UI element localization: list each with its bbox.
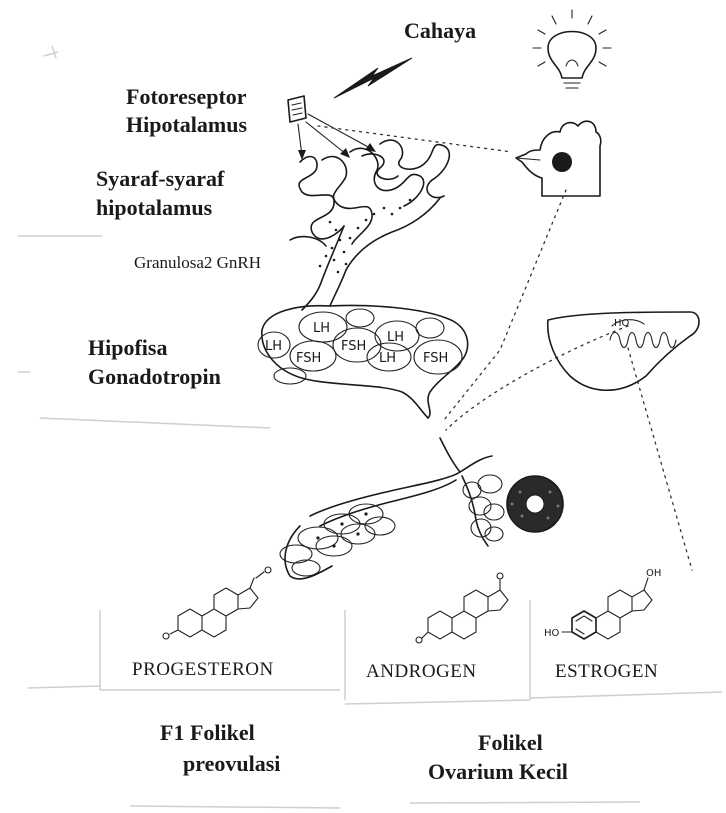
label-preovulasi: preovulasi	[183, 751, 280, 776]
pituitary-cell-label: FSH	[423, 351, 448, 366]
label-fotoreseptor: Fotoreseptor	[126, 84, 247, 109]
label-ovarium-kecil: Ovarium Kecil	[428, 759, 568, 784]
label-cahaya: Cahaya	[404, 18, 476, 43]
label-estrogen: ESTROGEN	[555, 661, 658, 682]
ovary-follicles	[280, 438, 563, 579]
label-androgen: ANDROGEN	[366, 661, 477, 682]
label-hipofisa: Hipofisa	[88, 335, 167, 360]
pituitary-cell-label: FSH	[296, 351, 321, 366]
signal-arrows	[298, 114, 376, 160]
oviduct-group-label: HO	[614, 318, 630, 329]
dotted-connectors	[318, 126, 692, 570]
estrogen-molecule: OH HO	[544, 568, 661, 639]
hypothalamus-nerves	[290, 140, 449, 280]
label-progesteron: PROGESTERON	[132, 659, 274, 680]
label-hipotalamus: Hipotalamus	[126, 112, 247, 137]
pituitary-cell-label: LH	[379, 351, 396, 366]
pituitary-cell-label: LH	[313, 321, 330, 336]
pituitary-gland: LH LH LH FSH FSH LH FSH	[258, 306, 468, 419]
label-f1-folikel: F1 Folikel	[160, 720, 255, 745]
label-granulosa-gnrh: Granulosa2 GnRH	[134, 253, 261, 272]
label-syaraf: Syaraf-syaraf	[96, 166, 225, 191]
chicken-head-icon	[516, 121, 601, 196]
estrogen-oh-label: OH	[646, 568, 661, 579]
lightning-bolt-icon	[334, 58, 412, 98]
light-bulb-icon	[533, 10, 611, 88]
paper-edges	[18, 46, 722, 808]
progesteron-molecule	[163, 567, 271, 639]
pituitary-cell-label: LH	[265, 339, 282, 354]
androgen-molecule	[416, 573, 508, 643]
label-folikel: Folikel	[478, 730, 543, 755]
label-syaraf-hipotalamus: hipotalamus	[96, 195, 213, 220]
estrogen-ho-label: HO	[544, 628, 560, 639]
pituitary-cell-label: LH	[387, 330, 404, 345]
pituitary-cell-label: FSH	[341, 339, 366, 354]
photoreceptor-icon	[288, 96, 306, 122]
label-gonadotropin: Gonadotropin	[88, 364, 221, 389]
